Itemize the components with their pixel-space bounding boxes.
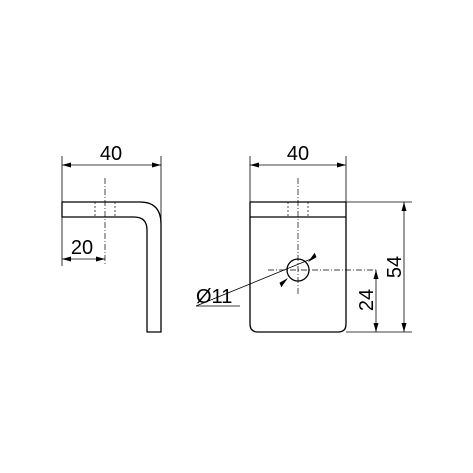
hole-diameter-dim-text: Ø11: [196, 286, 232, 308]
side-offset-arrow-left: [62, 256, 71, 262]
side-offset-arrow-right: [96, 256, 105, 262]
side-view-profile: [61, 201, 162, 333]
front-hole-height-dim-text: 24: [356, 289, 378, 311]
hole-diameter-leader: [195, 258, 312, 307]
side-width-dim-text: 40: [100, 143, 122, 165]
side-width-arrow-right: [152, 162, 161, 168]
front-width-arrow-left: [250, 162, 259, 168]
hole-diameter-arrow-upper: [308, 252, 317, 262]
front-hole-height-arrow-bottom: [373, 323, 379, 332]
side-view: 40 20: [61, 143, 162, 333]
front-hole-height-arrow-top: [373, 270, 379, 279]
front-height-dim-text: 54: [384, 256, 406, 278]
side-width-arrow-left: [62, 162, 71, 168]
front-width-arrow-right: [337, 162, 346, 168]
front-height-arrow-top: [401, 202, 407, 211]
front-view-outline: [249, 201, 347, 333]
front-height-arrow-bottom: [401, 323, 407, 332]
front-view: 40 54 24 Ø11: [195, 143, 412, 333]
side-offset-dim-text: 20: [71, 237, 93, 259]
hole-diameter-arrow-lower: [279, 278, 288, 288]
front-width-dim-text: 40: [287, 143, 309, 165]
